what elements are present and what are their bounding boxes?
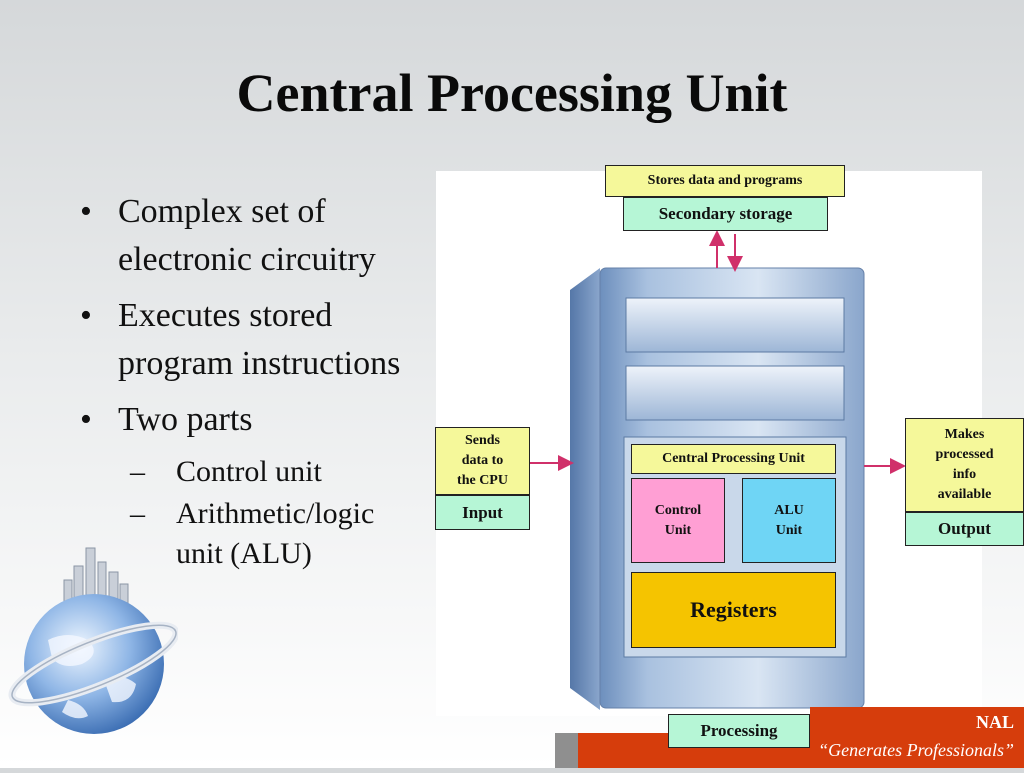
bullet-marker: • (80, 401, 92, 438)
control-unit-line: Unit (664, 522, 692, 538)
sub-bullet-marker: – (130, 455, 145, 488)
note-line: data to (461, 453, 504, 468)
bullet-item: • Two parts (80, 396, 420, 444)
bullet-text: Complex set of electronic circuitry (118, 193, 376, 278)
slide-title: Central Processing Unit (236, 63, 788, 123)
registers-box: Registers (631, 572, 836, 648)
bullet-item: • Executes stored program instructions (80, 292, 420, 388)
note-line: processed (935, 447, 994, 462)
cabinet-side (570, 268, 600, 710)
footer-brand: NAL (975, 712, 1014, 732)
alu-unit-box: ALU Unit (742, 478, 836, 563)
footer-accent (555, 733, 578, 768)
drive-bay (625, 365, 845, 421)
sub-bullet-item: –Control unit (130, 452, 420, 492)
bullet-text: Two parts (118, 401, 253, 438)
input-label: Input (435, 495, 530, 530)
note-line: available (937, 487, 992, 502)
secondary-storage-label: Secondary storage (623, 197, 828, 231)
sub-bullet-text: Control unit (176, 455, 322, 488)
output-label: Output (905, 512, 1024, 546)
note-line: Makes (944, 427, 985, 442)
bullet-item: • Complex set of electronic circuitry (80, 188, 420, 284)
alu-unit-line: ALU (774, 502, 804, 518)
bullet-list: • Complex set of electronic circuitry • Ex… (80, 188, 420, 576)
sub-bullet-marker: – (130, 497, 145, 530)
stores-data-note: Stores data and programs (605, 165, 845, 197)
drive-bay (625, 297, 845, 353)
bullet-marker: • (80, 297, 92, 334)
sub-bullet-text: Arithmetic/logic unit (ALU) (176, 497, 375, 570)
note-line: the CPU (457, 473, 508, 488)
footer-tagline: “Generates Professionals” (818, 740, 1014, 760)
bullet-text: Executes stored program instructions (118, 297, 401, 382)
globe-skyline-icon (8, 540, 180, 768)
alu-unit-line: Unit (775, 522, 803, 538)
cpu-label: Central Processing Unit (631, 444, 836, 474)
control-unit-line: Control (654, 502, 702, 518)
control-unit-box: Control Unit (631, 478, 725, 563)
footer-brand-strip (810, 707, 1024, 733)
note-line: Sends (464, 433, 501, 448)
bullet-marker: • (80, 193, 92, 230)
sends-data-note: Sends data to the CPU (435, 427, 530, 495)
sub-bullet-item: –Arithmetic/logic unit (ALU) (130, 494, 420, 574)
note-line: info (952, 467, 977, 482)
makes-info-note: Makes processed info available (905, 418, 1024, 512)
processing-label: Processing (668, 714, 810, 748)
